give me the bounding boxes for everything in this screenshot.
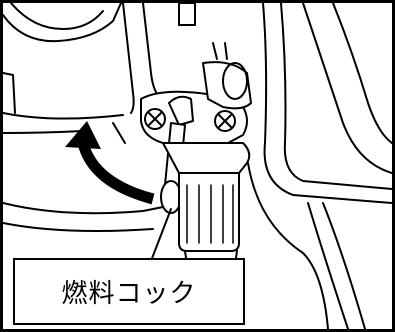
right-tank-housing <box>247 3 392 329</box>
engine-illustration <box>3 3 392 329</box>
fuel-cock-valve <box>140 42 252 144</box>
callout-label-box: 燃料コック <box>13 258 245 325</box>
callout-label: 燃料コック <box>61 279 197 309</box>
left-body-contours <box>3 72 164 232</box>
callout-leader-line <box>150 208 172 262</box>
rotation-arrow-icon <box>65 121 155 205</box>
